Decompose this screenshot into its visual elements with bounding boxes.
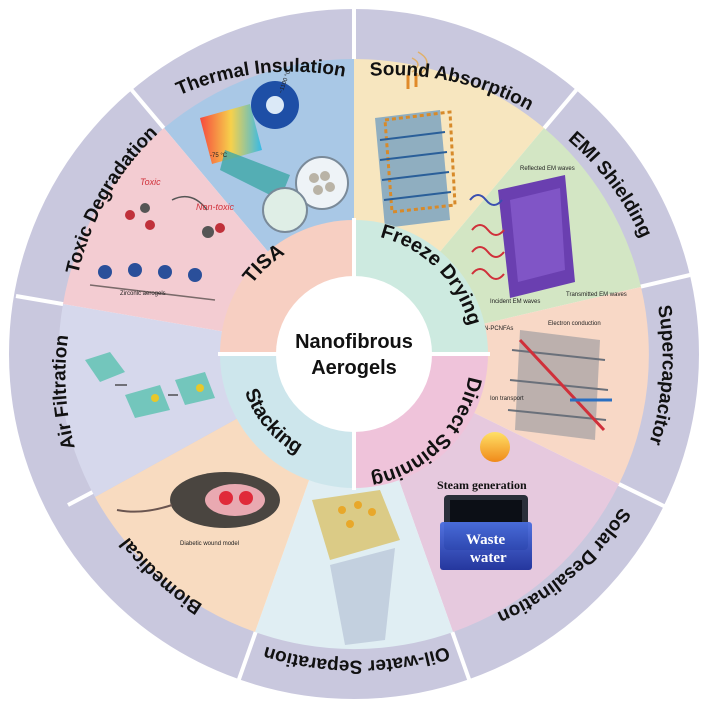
transmitted-label: Transmitted EM waves	[566, 292, 627, 298]
non-toxic-label: Non-toxic	[196, 202, 235, 212]
incident-label: Incident EM waves	[490, 299, 540, 305]
zirconic-label: Zirconic aerogels	[120, 291, 166, 297]
reflected-label: Reflected EM waves	[520, 166, 575, 172]
air-filtration-illustration	[85, 352, 215, 418]
sound-illustration	[375, 51, 457, 228]
waste-label: Waste	[466, 532, 506, 548]
supercapacitor-illustration: N-PCNFAs Electron conduction Ion transpo…	[484, 321, 612, 440]
center-title-line2: Aerogels	[311, 357, 397, 379]
biomedical-illustration: Diabetic wound model	[116, 472, 280, 547]
temp-low-label: -75 °C	[210, 153, 228, 159]
electron-label: Electron conduction	[548, 321, 601, 327]
thermal-illustration: -75 °C ~1100 °C	[200, 69, 349, 233]
wound-label: Diabetic wound model	[180, 541, 239, 547]
npcnfas-label: N-PCNFAs	[484, 326, 513, 332]
center-title-line1: Nanofibrous	[295, 331, 413, 353]
emi-illustration: Reflected EM waves Incident EM waves Tra…	[469, 166, 627, 305]
ion-label: Ion transport	[490, 396, 524, 402]
toxic-label: Toxic	[140, 177, 161, 187]
toxic-illustration: Toxic Non-toxic Zirconic aerogels	[89, 177, 235, 301]
center-circle	[276, 276, 432, 432]
water-label: water	[470, 550, 507, 566]
solar-illustration: Steam generation Waste water	[437, 432, 532, 570]
oil-water-illustration	[312, 490, 400, 645]
steam-label: Steam generation	[437, 478, 527, 492]
